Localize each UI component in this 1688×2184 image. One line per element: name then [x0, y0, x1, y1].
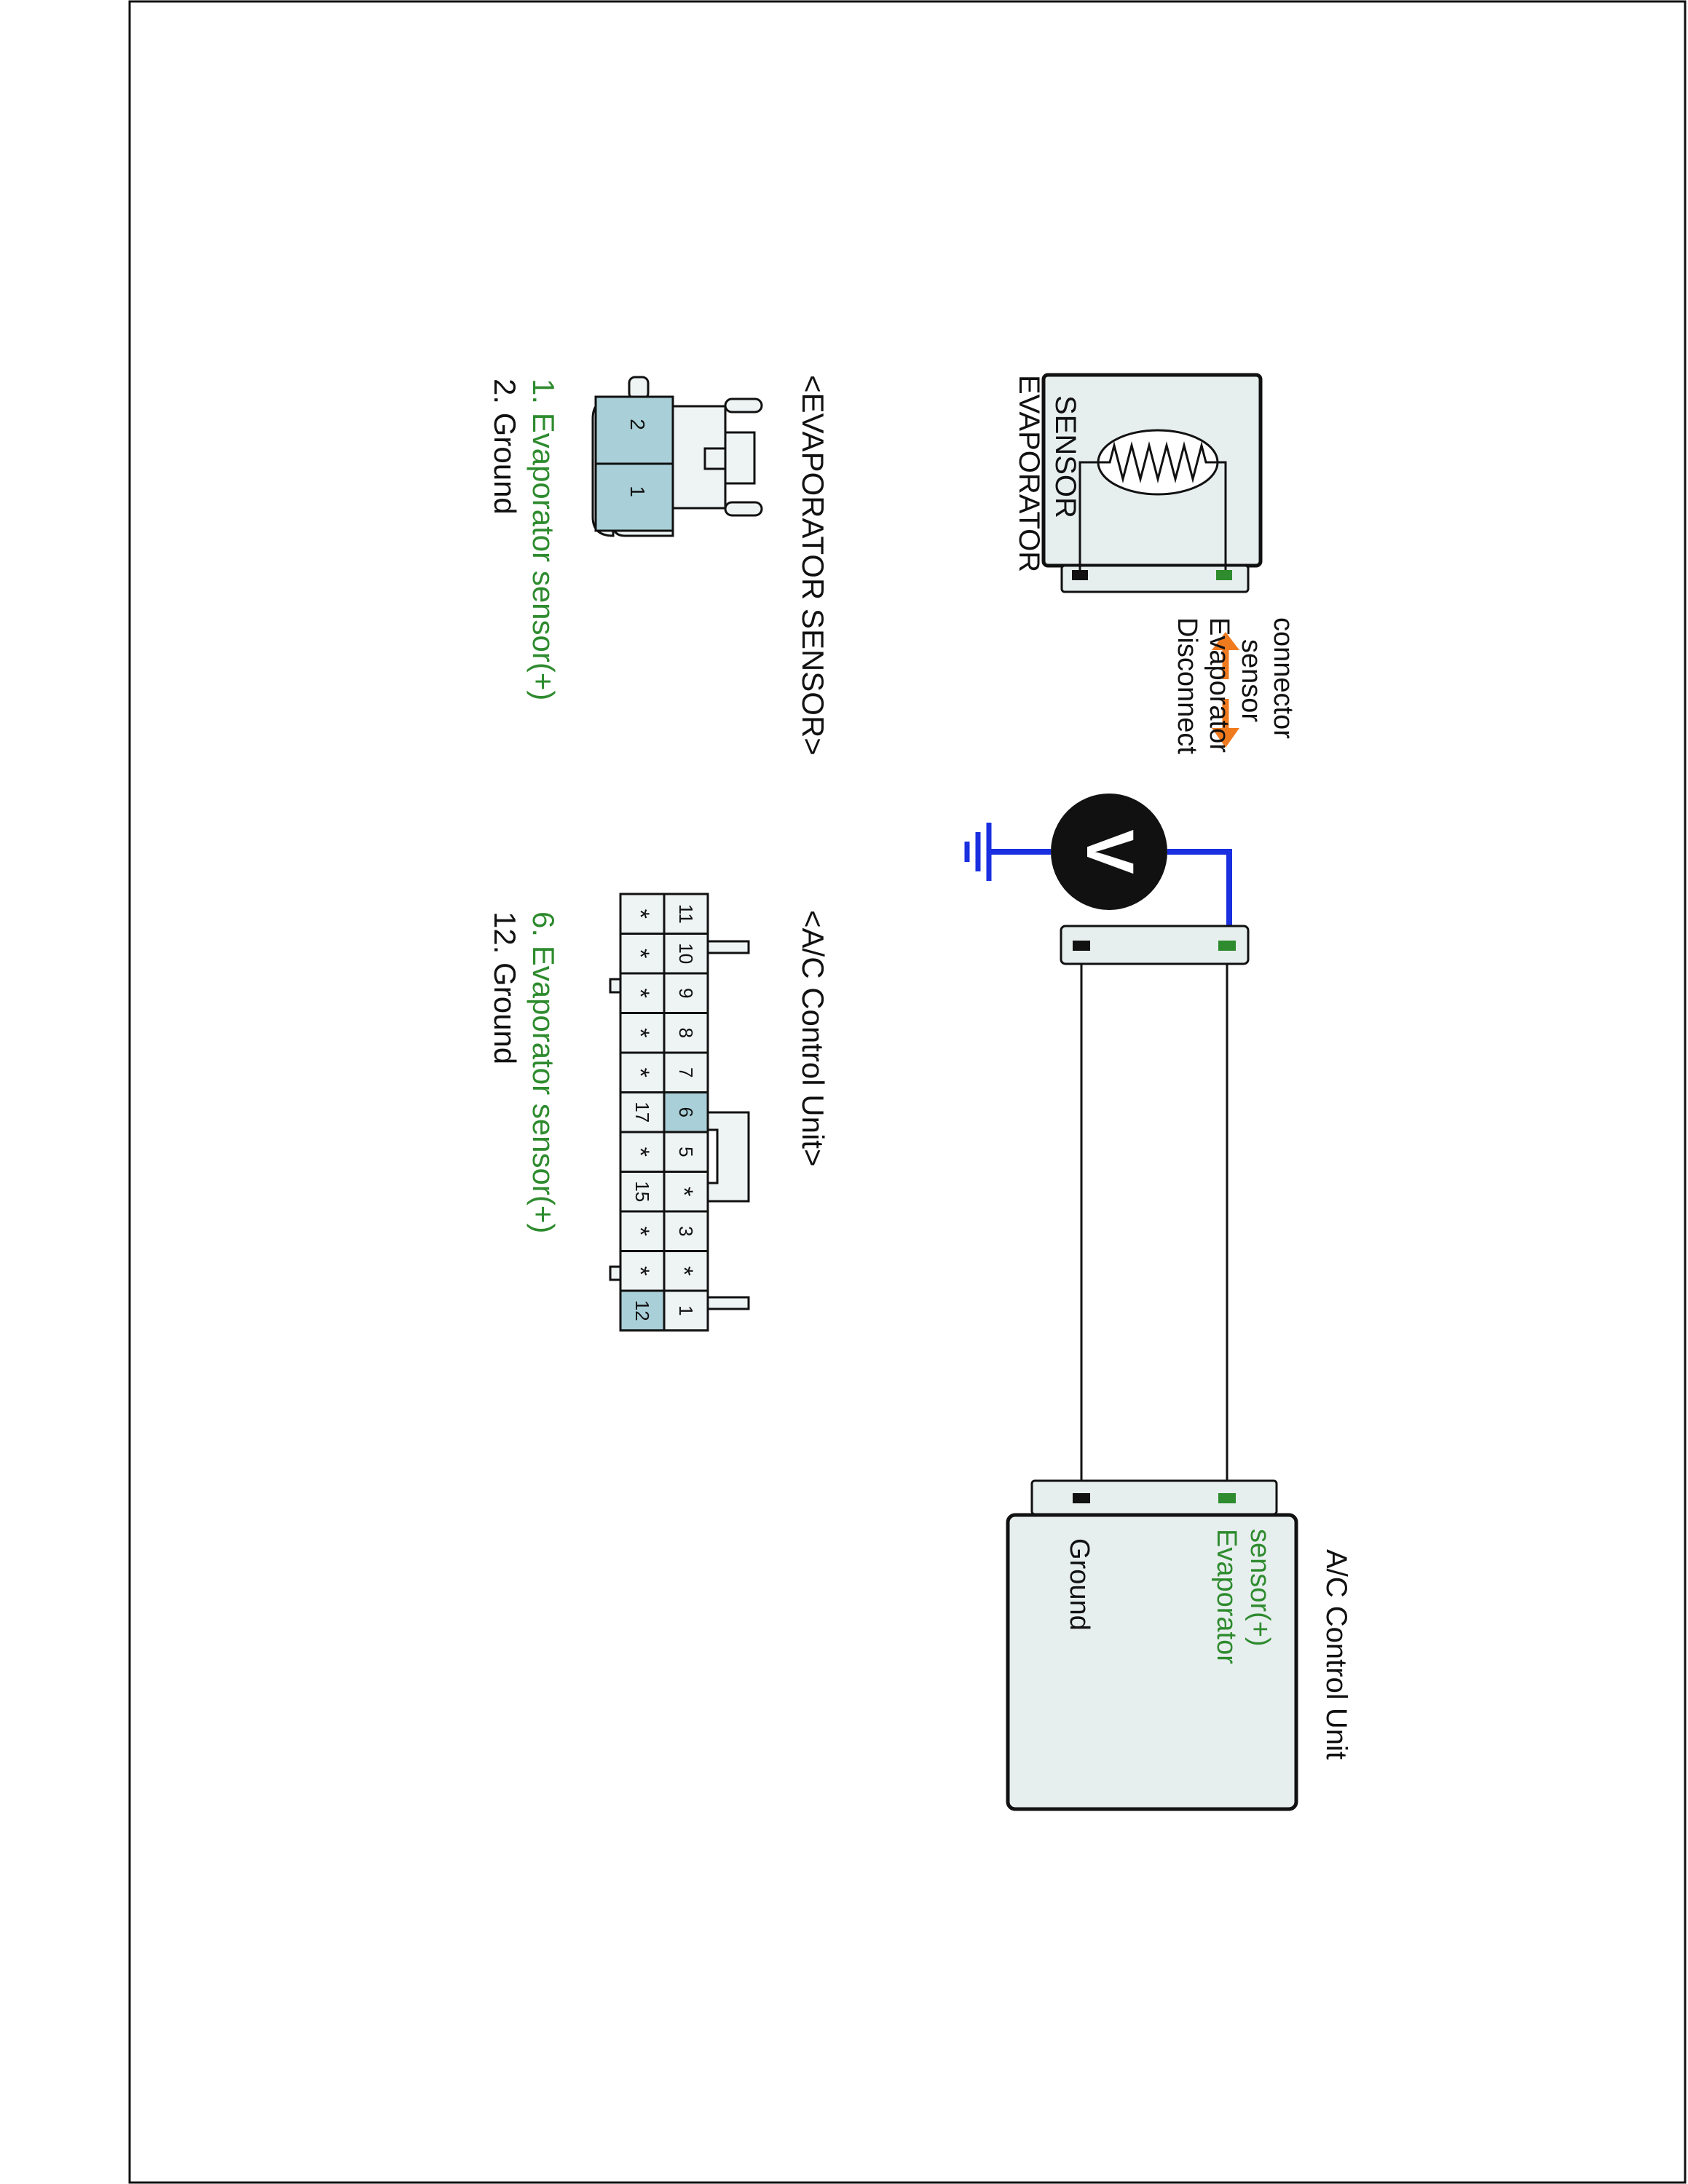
ac-connector-pin-label-top-9: 3 [675, 1226, 697, 1236]
ac-connector-pin-label-top-3: 9 [675, 988, 697, 998]
ac-connector-cell-bottom-5 [619, 1051, 666, 1093]
evaporator-sensor-title-line2: SENSOR [1049, 395, 1081, 518]
sensor-pin-plus-marker [1216, 570, 1232, 580]
ac-connector-pin-label-top-2: 10 [675, 943, 697, 964]
ac-connector-pin-label-bottom-11: 12 [631, 1300, 653, 1321]
evaporator-connector-pin-2: 2 [626, 419, 649, 430]
voltmeter-symbol: V [1073, 829, 1147, 874]
evaporator-connector-face-icon [591, 376, 763, 537]
ac-connector-pin-label-top-7: 5 [675, 1147, 697, 1157]
ac-connector-pin-label-top-4: 8 [675, 1028, 697, 1038]
page-frame [128, 0, 1687, 2184]
evaporator-connector-legend-1: 1. Evaporator sensor(+) [526, 379, 561, 700]
ac-unit-pin-plus-label: Evaporator sensor(+) [1211, 1529, 1275, 1664]
ac-connector-cell-bottom-2 [619, 933, 666, 975]
ac-connector-pin-label-bottom-4: * [626, 1028, 654, 1037]
ac-connector-pin-label-bottom-9: * [626, 1227, 654, 1236]
ac-connector-pin-label-bottom-1: * [626, 909, 654, 919]
evaporator-sensor-title: EVAPORATOR SENSOR [1013, 375, 1081, 572]
evaporator-connector-pin-1: 1 [626, 486, 649, 497]
disconnect-note: Disconnect Evaporator sensor connector [1172, 617, 1298, 754]
sensor-pin-ground-marker [1072, 570, 1088, 580]
evaporator-connector-view-title: <EVAPORATOR SENSOR> [796, 375, 830, 756]
disconnect-note-line3: sensor [1236, 639, 1266, 722]
ac-connector-pin-label-bottom-3: * [626, 989, 654, 998]
ac-connector-cell-top-7 [663, 1131, 709, 1173]
ac-connector-pin-label-bottom-5: * [626, 1068, 654, 1077]
ground-symbol-icon [964, 823, 992, 881]
resistor-icon [1099, 441, 1217, 483]
harness-pin-ground-marker [1073, 941, 1090, 951]
ac-connector-pin-label-bottom-7: * [626, 1147, 654, 1157]
ac-control-unit-connector [1030, 1479, 1278, 1516]
ac-unit-pin-ground-marker [1073, 1493, 1090, 1503]
ac-connector-pin-grid: 11 10 9 8 7 6 5 * 3 * 1 * * * * * 17 * 15 * * 12 [619, 893, 709, 1332]
ac-connector-pin-label-top-5: 7 [675, 1067, 697, 1077]
ac-connector-cell-bottom-11 [619, 1289, 666, 1332]
ac-connector-pin-label-top-11: 1 [675, 1305, 697, 1315]
ac-unit-pin-plus-marker [1218, 1493, 1236, 1503]
ac-connector-pin-label-top-6: 6 [675, 1107, 697, 1117]
voltmeter-probe-wires [989, 849, 1232, 948]
evaporator-sensor-title-line1: EVAPORATOR [1013, 375, 1045, 572]
ac-connector-cell-top-11 [663, 1289, 709, 1332]
ac-unit-pin-plus-line1: Evaporator [1211, 1529, 1242, 1664]
evaporator-sensor-box [1041, 373, 1263, 593]
ac-control-unit-box [1006, 1513, 1298, 1811]
ac-connector-legend-6: 6. Evaporator sensor(+) [526, 911, 561, 1233]
ac-connector-legend-12: 12. Ground [488, 911, 522, 1064]
ac-connector-cell-top-6 [663, 1091, 709, 1133]
ac-connector-pin-label-bottom-8: 15 [631, 1181, 653, 1202]
ac-control-unit-title: A/C Control Unit [1320, 1549, 1352, 1760]
ac-connector-pin-label-bottom-6: 17 [631, 1101, 653, 1123]
ac-connector-cell-bottom-9 [619, 1210, 666, 1252]
ac-connector-cell-bottom-6 [619, 1091, 666, 1133]
ac-connector-cell-bottom-1 [619, 893, 666, 935]
disconnect-note-line4: connector [1268, 617, 1298, 739]
ac-connector-pin-label-bottom-2: * [626, 949, 654, 958]
harness-connector [1060, 925, 1250, 965]
ac-connector-pin-label-top-8: * [670, 1187, 698, 1196]
disconnect-arrow-icon [1212, 632, 1239, 748]
voltmeter-icon [1051, 794, 1167, 910]
harness-pin-plus-marker [1218, 941, 1236, 951]
ac-unit-pin-ground-label: Ground [1064, 1538, 1095, 1631]
disconnect-note-line2: Evaporator [1204, 617, 1234, 753]
ac-unit-pin-plus-line2: sensor(+) [1245, 1529, 1275, 1647]
ac-connector-pin-label-top-1: 11 [675, 904, 697, 924]
ac-connector-view-title: <A/C Control Unit> [796, 910, 830, 1167]
ac-connector-pin-label-bottom-10: * [626, 1266, 654, 1275]
thermistor-icon [1097, 429, 1219, 496]
evaporator-connector-legend-2: 2. Ground [488, 379, 522, 515]
ac-connector-cell-bottom-7 [619, 1131, 666, 1173]
evaporator-sensor-connector-plug [1060, 564, 1250, 593]
disconnect-note-line1: Disconnect [1172, 617, 1202, 754]
ac-connector-pin-label-top-10: * [670, 1266, 698, 1275]
ac-connector-cell-top-9 [663, 1210, 709, 1252]
